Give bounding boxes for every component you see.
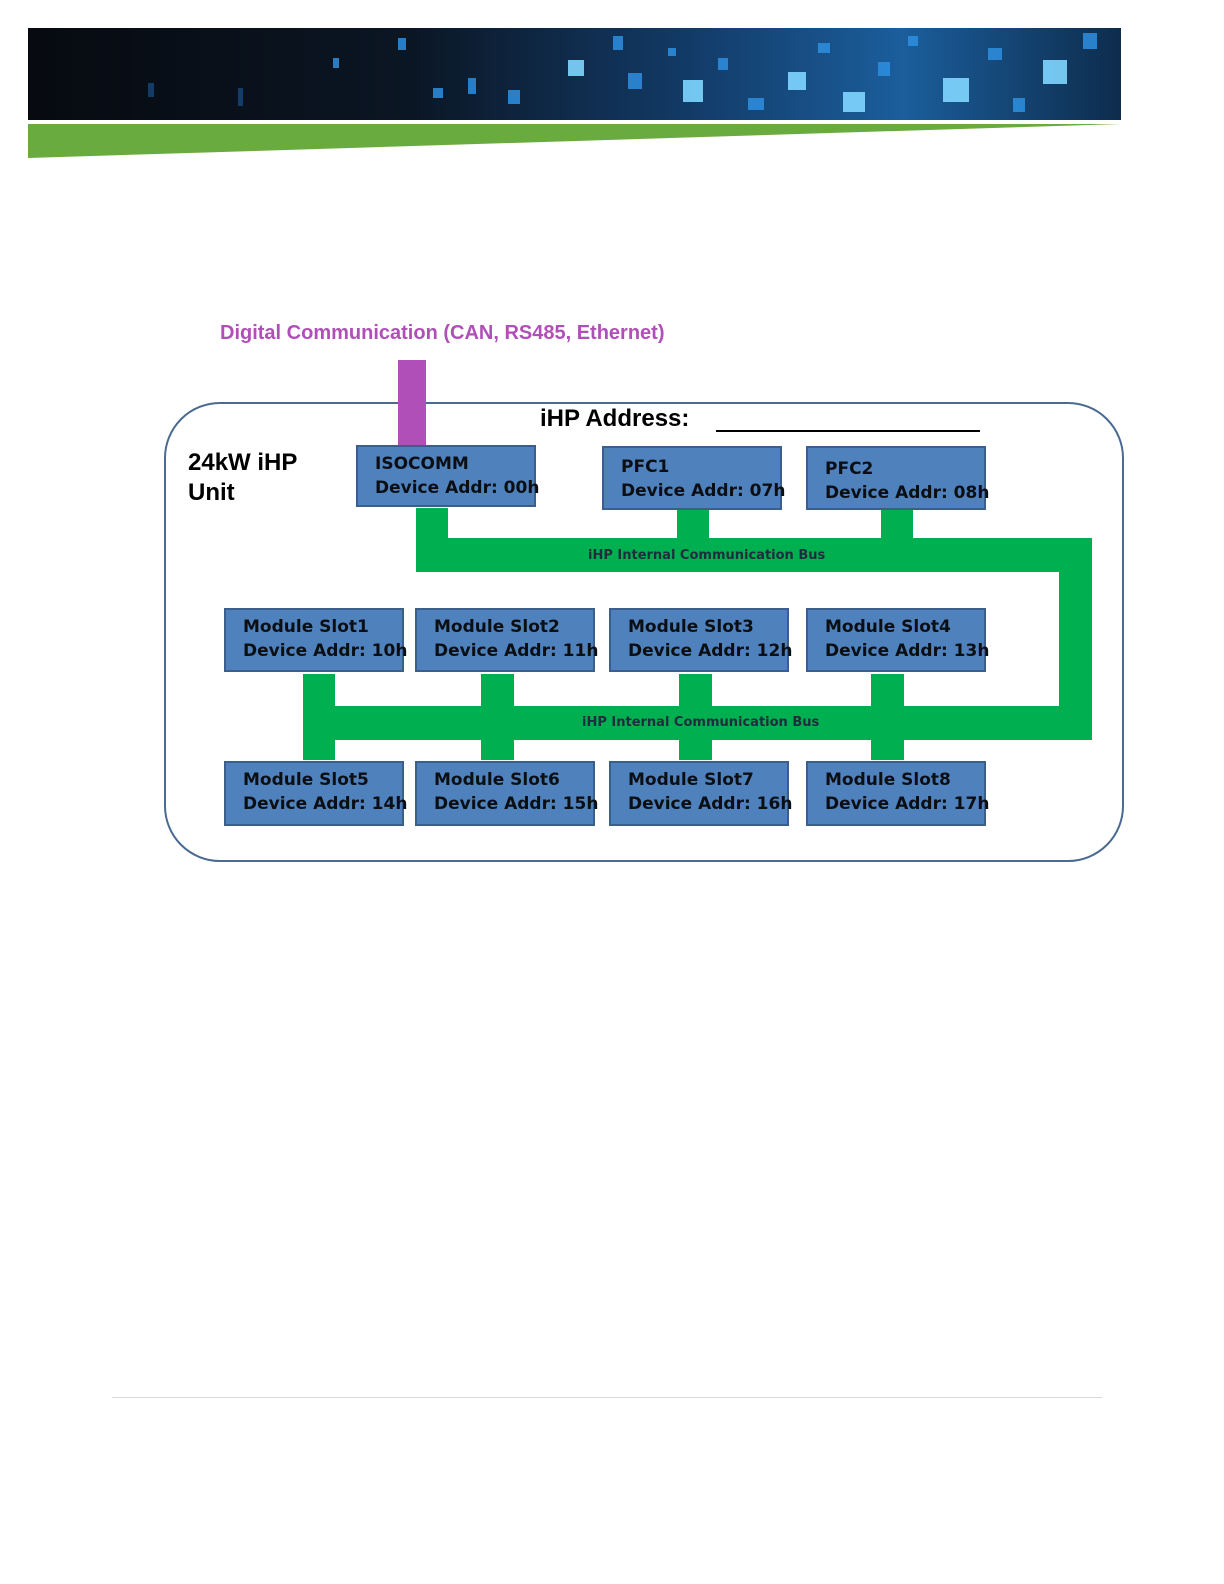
slot4-8-bus-stub xyxy=(871,674,904,760)
pfc2-bus-stub xyxy=(881,510,913,540)
device-name: Module Slot7 xyxy=(628,770,754,790)
unit-title: 24kW iHP Unit xyxy=(188,448,328,508)
device-addr: Device Addr: 07h xyxy=(621,481,786,501)
device-addr: Device Addr: 00h xyxy=(375,478,540,498)
device-addr: Device Addr: 11h xyxy=(434,641,599,661)
device-module-slot3: Module Slot3 Device Addr: 12h xyxy=(609,608,793,672)
device-addr: Device Addr: 10h xyxy=(243,641,408,661)
device-addr: Device Addr: 12h xyxy=(628,641,793,661)
device-module-slot4: Module Slot4 Device Addr: 13h xyxy=(806,608,990,672)
external-comm-label: Digital Communication (CAN, RS485, Ether… xyxy=(220,322,665,344)
address-blank-line xyxy=(716,430,980,432)
device-addr: Device Addr: 15h xyxy=(434,794,599,814)
device-module-slot8: Module Slot8 Device Addr: 17h xyxy=(806,761,990,826)
header-banner xyxy=(28,28,1121,120)
external-comm-link xyxy=(398,360,426,446)
unit-title-line1: 24kW iHP xyxy=(188,449,298,476)
device-addr: Device Addr: 08h xyxy=(825,483,990,503)
device-name: ISOCOMM xyxy=(375,454,469,474)
device-name: Module Slot5 xyxy=(243,770,369,790)
isocomm-bus-stub xyxy=(416,508,448,572)
device-module-slot1: Module Slot1 Device Addr: 10h xyxy=(224,608,408,672)
device-module-slot6: Module Slot6 Device Addr: 15h xyxy=(415,761,599,826)
device-module-slot7: Module Slot7 Device Addr: 16h xyxy=(609,761,793,826)
device-pfc1: PFC1 Device Addr: 07h xyxy=(602,446,786,510)
footer-divider xyxy=(112,1397,1102,1398)
header-swoosh xyxy=(28,124,1121,158)
device-name: Module Slot8 xyxy=(825,770,951,790)
device-pfc2: PFC2 Device Addr: 08h xyxy=(806,446,990,510)
device-name: PFC2 xyxy=(825,459,874,479)
upper-bus-label: iHP Internal Communication Bus xyxy=(588,548,826,563)
device-addr: Device Addr: 14h xyxy=(243,794,408,814)
device-name: Module Slot3 xyxy=(628,617,754,637)
slot3-7-bus-stub xyxy=(679,674,712,760)
device-name: Module Slot1 xyxy=(243,617,369,637)
device-addr: Device Addr: 16h xyxy=(628,794,793,814)
device-name: Module Slot2 xyxy=(434,617,560,637)
device-addr: Device Addr: 17h xyxy=(825,794,990,814)
slot2-6-bus-stub xyxy=(481,674,514,760)
device-name: Module Slot6 xyxy=(434,770,560,790)
device-name: PFC1 xyxy=(621,457,670,477)
address-diagram: Digital Communication (CAN, RS485, Ether… xyxy=(164,322,1124,862)
address-label: iHP Address: xyxy=(540,405,690,432)
device-addr: Device Addr: 13h xyxy=(825,641,990,661)
unit-title-line2: Unit xyxy=(188,479,235,506)
device-isocomm: ISOCOMM Device Addr: 00h xyxy=(356,445,540,507)
device-name: Module Slot4 xyxy=(825,617,951,637)
device-module-slot2: Module Slot2 Device Addr: 11h xyxy=(415,608,599,672)
lower-bus-label: iHP Internal Communication Bus xyxy=(582,715,820,730)
slot1-5-bus-stub xyxy=(303,674,335,760)
upper-bus xyxy=(416,538,1092,572)
device-module-slot5: Module Slot5 Device Addr: 14h xyxy=(224,761,408,826)
pfc1-bus-stub xyxy=(677,510,709,540)
